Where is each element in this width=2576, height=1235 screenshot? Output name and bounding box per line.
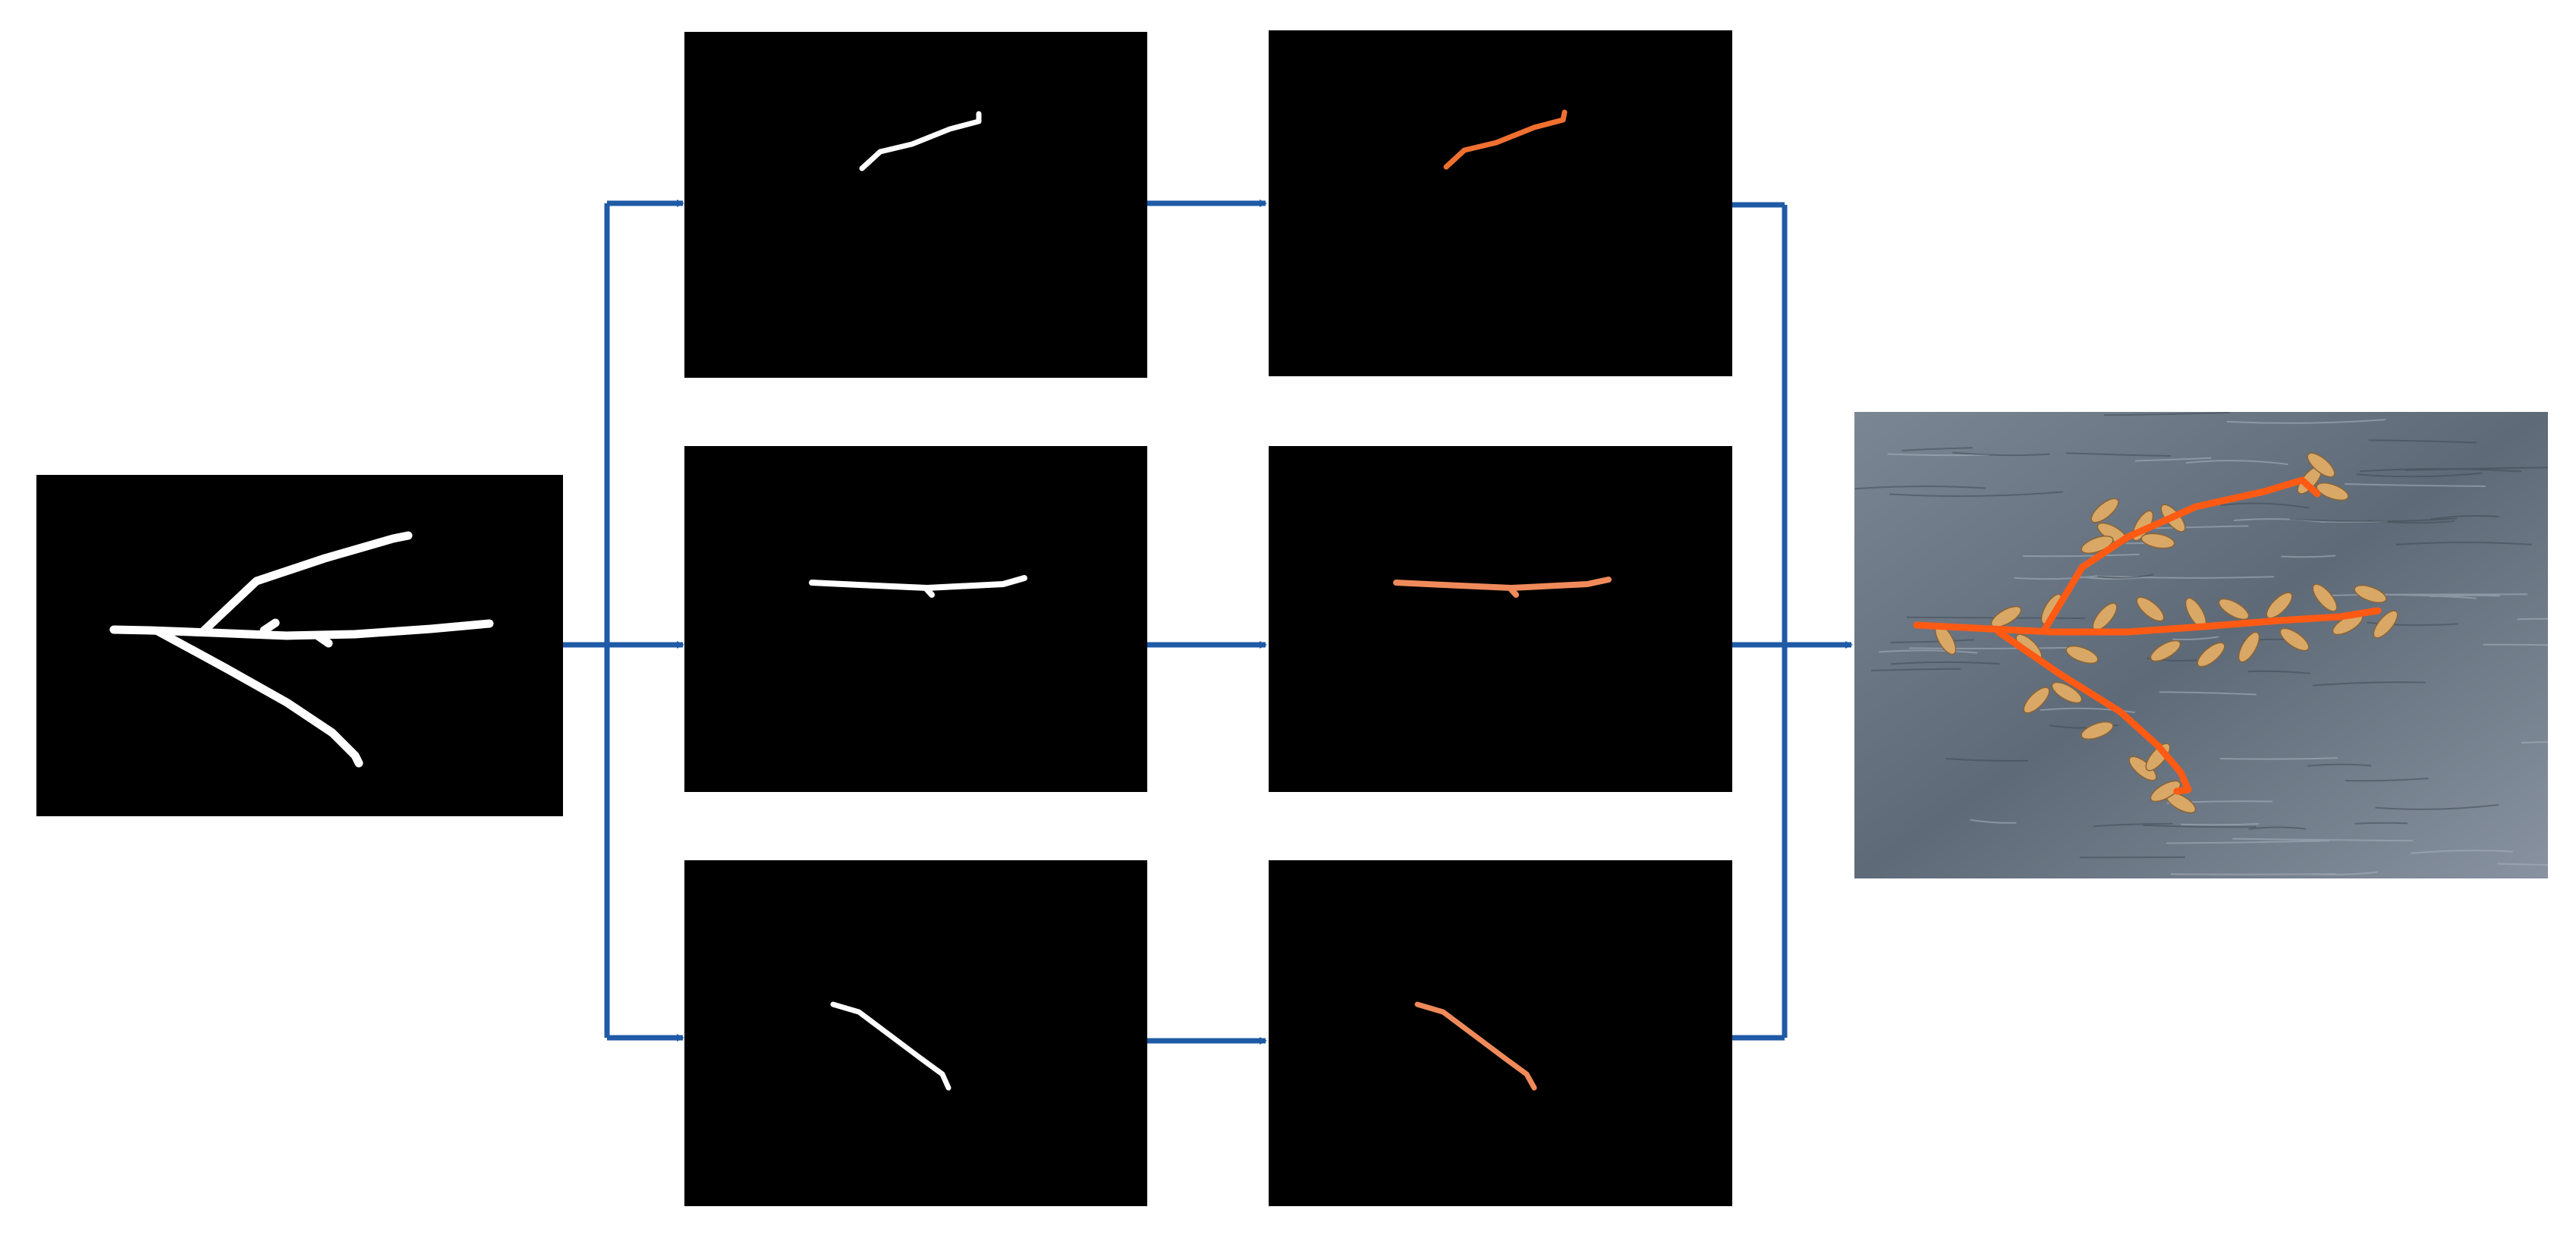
background-texture-streak	[2103, 412, 2230, 416]
background-texture-streak	[2411, 850, 2513, 854]
background-texture-streak	[1889, 491, 2063, 498]
pod	[2197, 642, 2225, 668]
branches-with-pods-photo	[1854, 412, 2548, 878]
upper-branch-mask	[859, 111, 982, 171]
background-texture-streak	[2311, 871, 2379, 875]
input-mask-panel	[36, 475, 563, 816]
background-texture-streak	[2497, 863, 2548, 866]
background-texture-streak	[1952, 451, 2050, 457]
background-texture-streak	[1891, 661, 2000, 665]
background-texture-streak	[2359, 468, 2522, 473]
background-texture-streak	[2368, 439, 2477, 444]
background-texture-streak	[2096, 574, 2154, 579]
background-texture-streak	[2142, 824, 2257, 828]
background-texture-streak	[2219, 757, 2338, 760]
background-texture-streak	[2232, 837, 2414, 842]
background-texture-streak	[2307, 763, 2372, 767]
background-texture-streak	[2375, 803, 2499, 810]
background-texture-streak	[1970, 819, 2017, 824]
pod	[2316, 482, 2349, 501]
colored-mask-panel-1	[1269, 30, 1732, 376]
background-texture-streak	[2014, 574, 2100, 580]
middle-branch-colored	[1393, 577, 1612, 598]
middle-branch-mask	[809, 575, 1027, 598]
background-texture-streak	[2166, 840, 2330, 844]
background-texture-streak	[1908, 646, 2075, 649]
background-texture-streak	[2356, 472, 2483, 478]
background-texture-streak	[2354, 822, 2408, 825]
pod	[2266, 592, 2293, 619]
pod	[2023, 687, 2050, 714]
pod	[2373, 610, 2398, 639]
upper-branch-colored	[1443, 109, 1568, 170]
background-texture-streak	[2065, 452, 2171, 457]
background-texture-streak	[2135, 457, 2212, 462]
pod	[2081, 535, 2114, 555]
background-texture-streak	[2483, 643, 2548, 646]
pod	[2051, 681, 2083, 704]
background-texture-streak	[2185, 460, 2288, 466]
background-texture-streak	[1890, 639, 1974, 643]
split-mask-panel-3	[684, 860, 1147, 1206]
background-texture-streak	[2430, 514, 2499, 520]
pod	[2307, 452, 2335, 478]
full-branch-mask	[109, 531, 494, 768]
background-texture-streak	[2248, 826, 2306, 830]
pod	[2150, 780, 2181, 803]
background-texture-streak	[2281, 555, 2335, 558]
pod	[2218, 598, 2250, 621]
background-texture-streak	[2226, 419, 2386, 424]
background-texture-streak	[2404, 467, 2548, 471]
background-texture-streak	[2395, 541, 2532, 545]
background-texture-streak	[1854, 486, 1986, 490]
background-texture-streak	[1870, 668, 1961, 672]
background-texture-streak	[2345, 482, 2486, 487]
pod	[1990, 605, 2022, 628]
pod	[2065, 645, 2099, 665]
pod	[2279, 627, 2310, 652]
pod	[2136, 596, 2165, 622]
colored-mask-panel-3	[1269, 860, 1732, 1206]
background-texture-streak	[1901, 447, 1974, 451]
pod	[2354, 584, 2387, 604]
background-texture-streak	[1945, 757, 2029, 762]
background-texture-streak	[2289, 517, 2457, 523]
background-texture-streak	[2220, 502, 2310, 509]
lower-branch-colored	[1414, 1001, 1537, 1091]
background-texture-streak	[2159, 691, 2257, 696]
pod	[2150, 639, 2181, 662]
split-mask-panel-1	[684, 32, 1147, 378]
background-texture-streak	[2181, 822, 2259, 826]
background-texture-streak	[2022, 553, 2140, 558]
pod	[2081, 721, 2114, 740]
pod	[2140, 533, 2175, 549]
pod	[2238, 631, 2260, 663]
background-texture-streak	[2521, 741, 2548, 743]
background-texture-streak	[2094, 575, 2274, 579]
background-texture-streak	[2093, 822, 2173, 828]
pod	[2090, 498, 2119, 523]
output-photo-panel	[1854, 412, 2548, 878]
background-texture-streak	[2247, 670, 2310, 674]
background-texture-streak	[2313, 681, 2426, 687]
lower-branch-mask	[830, 1001, 951, 1091]
colored-mask-panel-2	[1269, 446, 1732, 792]
background-texture-streak	[2345, 778, 2429, 782]
split-mask-panel-2	[684, 446, 1147, 792]
background-texture-streak	[1879, 649, 1978, 654]
background-texture-streak	[2172, 636, 2219, 641]
background-texture-streak	[2171, 872, 2336, 875]
background-texture-streak	[2517, 618, 2548, 621]
pod	[2312, 583, 2338, 612]
